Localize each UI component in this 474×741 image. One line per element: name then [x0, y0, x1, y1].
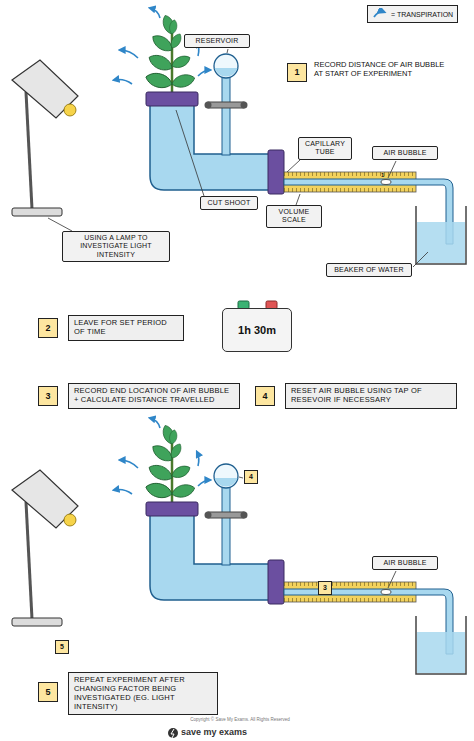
potometer-apparatus	[12, 8, 466, 264]
legend-swatch	[372, 8, 388, 20]
step-number: 4	[255, 386, 275, 406]
brand-name: save my exams	[181, 727, 271, 738]
node-text: REPEAT EXPERIMENT AFTER CHANGING FACTOR …	[74, 676, 212, 711]
node-text: 1h 30m	[238, 324, 276, 337]
callout-label: AIR BUBBLE	[372, 146, 438, 160]
air-bubble	[381, 180, 391, 185]
node-text: 2	[45, 323, 50, 334]
step-number: 1	[287, 63, 307, 82]
node-text: 5	[45, 687, 50, 698]
node-text: RECORD END LOCATION OF AIR BUBBLE + CALC…	[74, 387, 234, 405]
callout-label: VOLUME SCALE	[266, 205, 322, 228]
node-text: 4	[249, 473, 253, 481]
node-text: LEAVE FOR SET PERIOD OF TIME	[74, 319, 178, 337]
lamp-shade	[12, 60, 78, 118]
node-text: BEAKER OF WATER	[330, 266, 408, 274]
node-text: USING A LAMP TO INVESTIGATE LIGHT INTENS…	[66, 234, 166, 259]
copyright-note: Copyright © Save My Exams. All Rights Re…	[180, 717, 300, 722]
reservoir-stem	[222, 77, 230, 155]
tube-connector	[268, 150, 284, 194]
legend-text: = TRANSPIRATION	[391, 11, 453, 18]
brand-logo	[168, 728, 178, 738]
lamp-stand	[26, 92, 32, 209]
beaker	[416, 206, 466, 264]
scale-number: 1	[381, 172, 391, 179]
step-text: RECORD DISTANCE OF AIR BUBBLE AT START O…	[314, 61, 454, 79]
callout-label: RESERVOIR	[184, 34, 250, 48]
node-text: 1	[294, 67, 299, 78]
node-text: RESERVOIR	[188, 37, 246, 45]
reservoir-bulb	[214, 54, 238, 78]
callout-number: 4	[244, 470, 258, 484]
reservoir-water	[215, 68, 238, 77]
water-tube	[150, 104, 270, 190]
callout-label: USING A LAMP TO INVESTIGATE LIGHT INTENS…	[62, 231, 170, 262]
step-number: 5	[38, 682, 58, 702]
callout-label: AIR BUBBLE	[372, 556, 438, 570]
callout-number: 3	[318, 581, 332, 595]
step-box: REPEAT EXPERIMENT AFTER CHANGING FACTOR …	[68, 672, 218, 715]
callout-number: 5	[55, 640, 69, 654]
bung	[146, 92, 198, 106]
tap	[208, 102, 244, 108]
legend-entry: = TRANSPIRATION	[367, 5, 458, 23]
step-number: 2	[38, 318, 58, 338]
node-text: 3	[323, 584, 327, 592]
callout-label: CAPILLARY TUBE	[298, 137, 352, 160]
lamp-base	[12, 208, 62, 216]
callout-label: BEAKER OF WATER	[326, 263, 412, 277]
node-text: CUT SHOOT	[204, 199, 254, 207]
step-number: 3	[38, 386, 58, 406]
node-text: 5	[60, 643, 64, 651]
node-text: AIR BUBBLE	[376, 559, 434, 567]
timer-display: 1h 30m	[222, 308, 292, 352]
node-text: RESET AIR BUBBLE USING TAP OF RESEVOIR I…	[291, 387, 451, 405]
node-text: AIR BUBBLE	[376, 149, 434, 157]
step-box: RECORD END LOCATION OF AIR BUBBLE + CALC…	[68, 383, 240, 409]
node-text: CAPILLARY TUBE	[302, 140, 348, 157]
leader-lines	[48, 49, 428, 588]
node-text: 3	[45, 391, 50, 402]
node-text: 4	[262, 391, 267, 402]
lamp-bulb	[64, 104, 76, 116]
step-box: LEAVE FOR SET PERIOD OF TIME	[68, 315, 184, 341]
step-box: RESET AIR BUBBLE USING TAP OF RESEVOIR I…	[285, 383, 457, 409]
node-text: VOLUME SCALE	[270, 208, 318, 225]
callout-label: CUT SHOOT	[200, 196, 258, 210]
